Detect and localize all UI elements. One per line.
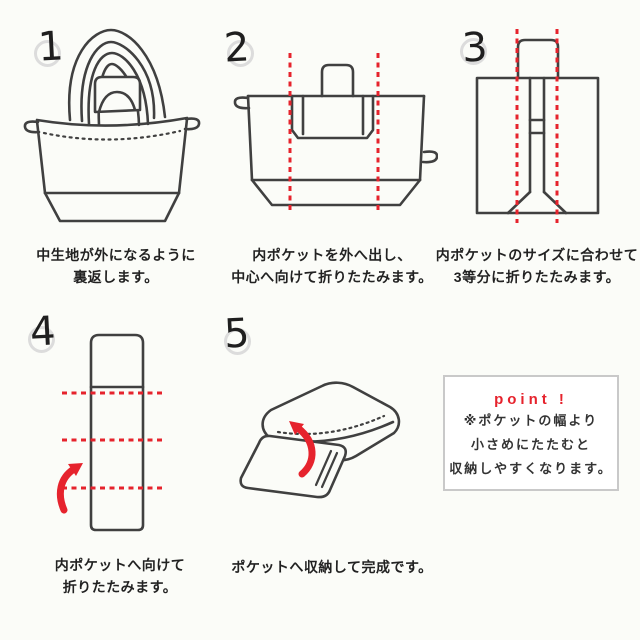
point-line: 小さめにたたむと bbox=[470, 437, 591, 452]
inner-pocket-flap bbox=[93, 75, 142, 114]
step-1-caption: 中生地が外になるように 裏返します。 bbox=[10, 244, 222, 288]
step-5-number: 5 bbox=[222, 310, 251, 358]
fold-guide-lines bbox=[62, 391, 162, 490]
step-caption-line: 内ポケットのサイズに合わせて bbox=[435, 247, 639, 263]
step-caption-line: 中生地が外になるように bbox=[36, 247, 196, 263]
step-2-illustration bbox=[233, 53, 438, 214]
tuck-arrow-icon bbox=[289, 421, 316, 478]
fold-guide-lines bbox=[288, 53, 380, 214]
step-1-illustration bbox=[23, 28, 201, 223]
bag-body bbox=[23, 116, 201, 223]
bag-long-strip bbox=[89, 333, 145, 532]
step-5-caption: ポケットへ収納して完成です。 bbox=[220, 556, 444, 578]
step-1-number-ring bbox=[34, 40, 61, 67]
step-caption-line: 折りたたみます。 bbox=[62, 579, 178, 595]
step-caption-line: 中心へ向けて折りたたみます。 bbox=[231, 269, 433, 285]
step-4-number: 4 bbox=[28, 308, 57, 356]
step-caption-line: 内ポケットを外へ出し、 bbox=[252, 247, 412, 263]
step-2-number: 2 bbox=[222, 24, 251, 72]
point-tip-box: point ! ※ポケットの幅より 小さめにたたむと 収納しやすくなります。 bbox=[443, 375, 619, 491]
step-caption-line: 裏返します。 bbox=[73, 269, 159, 285]
step-5-number-ring bbox=[224, 328, 251, 355]
step-2-number-ring bbox=[227, 40, 254, 67]
step-caption-line: 内ポケットへ向けて bbox=[54, 557, 186, 573]
inner-pocket-pulled-out bbox=[290, 63, 375, 140]
bag-body-folded-flat bbox=[233, 94, 438, 207]
point-line: 収納しやすくなります。 bbox=[449, 461, 613, 476]
step-caption-line: ポケットへ収納して完成です。 bbox=[231, 559, 433, 575]
bag-folded-in-thirds bbox=[475, 38, 600, 215]
step-3-number: 3 bbox=[460, 24, 489, 72]
step-5-illustration bbox=[239, 381, 401, 499]
point-title: point ! bbox=[494, 391, 568, 408]
step-4-number-ring bbox=[28, 326, 55, 353]
step-4-caption: 内ポケットへ向けて 折りたたみます。 bbox=[38, 554, 202, 598]
step-2-caption: 内ポケットを外へ出し、 中心へ向けて折りたたみます。 bbox=[222, 244, 442, 288]
point-line: ※ポケットの幅より bbox=[463, 413, 599, 428]
fold-arrow-icon bbox=[56, 463, 83, 514]
stitch-dotted-line bbox=[276, 414, 386, 436]
step-3-number-ring bbox=[460, 38, 487, 65]
folded-bag-panel bbox=[239, 434, 348, 499]
stitch-dotted-line bbox=[42, 129, 182, 141]
step-4-illustration bbox=[56, 333, 162, 532]
step-caption-line: 3等分に折りたたみます。 bbox=[453, 269, 621, 285]
step-3-caption: 内ポケットのサイズに合わせて 3等分に折りたたみます。 bbox=[434, 244, 640, 288]
step-1-number: 1 bbox=[36, 23, 65, 71]
fold-guide-lines bbox=[515, 29, 559, 223]
step-3-illustration bbox=[475, 29, 600, 223]
